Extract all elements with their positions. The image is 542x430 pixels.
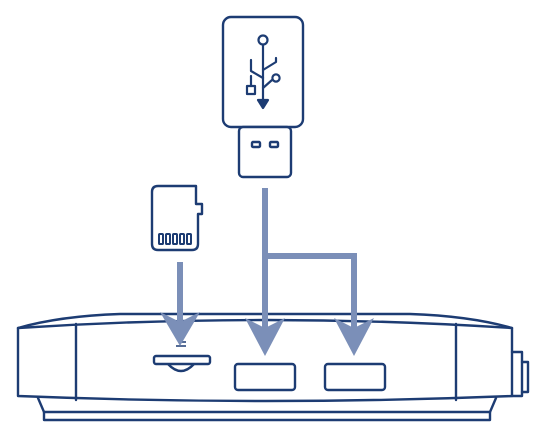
connection-arrows: [177, 188, 357, 332]
arrowhead-microsd: [160, 312, 200, 346]
arrowhead-usb-2: [334, 318, 374, 356]
device-base: [36, 396, 498, 414]
usb-trident-icon: [245, 34, 281, 110]
usb-port-icon[interactable]: [323, 362, 387, 392]
microsd-card-icon: [150, 184, 204, 252]
arrow-heads: [160, 312, 374, 356]
usb-port-icon[interactable]: [233, 362, 297, 392]
tv-box-icon: [16, 312, 530, 422]
microsd-contacts: [158, 233, 192, 245]
microsd-slot-icon: [152, 341, 212, 373]
arrowhead-usb-1: [245, 318, 285, 356]
device-ports: [152, 341, 387, 392]
arrow-usb-2-line: [268, 253, 357, 332]
usb-drive-plug: [237, 125, 293, 179]
